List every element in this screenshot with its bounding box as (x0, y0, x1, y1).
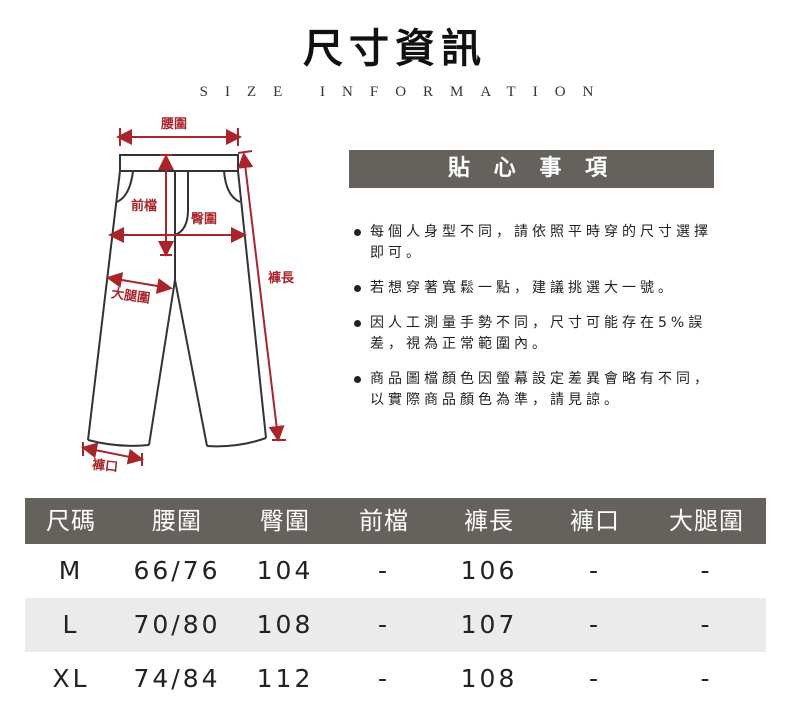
hem-label: 褲口 (91, 457, 119, 476)
header-waist: 腰圍 (152, 507, 202, 535)
cell-length: 108 (460, 664, 518, 693)
cell-size: XL (52, 664, 90, 693)
pants-measurement-diagram: 腰圍 前檔 臀圍 褲長 大腿圍 褲口 (60, 110, 320, 480)
cell-front-rise: - (377, 556, 391, 585)
cell-thigh: - (700, 610, 713, 639)
cell-waist: 70/80 (133, 610, 221, 639)
hip-label: 臀圍 (191, 212, 218, 227)
cell-front-rise: - (377, 664, 391, 693)
notice-item: 每個人身型不同，請依照平時穿的尺寸選擇即可。 (354, 222, 724, 264)
bullet-icon (354, 320, 361, 327)
bullet-icon (354, 376, 361, 383)
bullet-icon (354, 229, 361, 236)
notice-list: 每個人身型不同，請依照平時穿的尺寸選擇即可。 若想穿著寬鬆一點，建議挑選大一號。… (354, 222, 724, 425)
header-length: 褲長 (464, 507, 514, 535)
cell-hip: 112 (256, 664, 314, 693)
header-hip: 臀圍 (260, 507, 310, 535)
cell-length: 107 (460, 610, 518, 639)
notice-text: 若想穿著寬鬆一點，建議挑選大一號。 (370, 280, 676, 296)
table-row: XL 74/84 112 - 108 - - (25, 652, 766, 706)
table-row: M 66/76 104 - 106 - - (25, 544, 766, 598)
table-header: 尺碼 腰圍 臀圍 前檔 褲長 褲口 大腿圍 (25, 498, 766, 544)
notice-text: 每個人身型不同，請依照平時穿的尺寸選擇即可。 (370, 224, 712, 261)
front-rise-label: 前檔 (131, 199, 158, 214)
header-thigh: 大腿圍 (669, 507, 744, 535)
header-hem: 褲口 (570, 507, 620, 535)
cell-hem: - (588, 664, 602, 693)
notice-item: 若想穿著寬鬆一點，建議挑選大一號。 (354, 278, 724, 299)
table-row: L 70/80 108 - 107 - - (25, 598, 766, 652)
notice-item: 因人工測量手勢不同，尺寸可能存在5%誤差，視為正常範圍內。 (354, 313, 724, 355)
notice-text: 因人工測量手勢不同，尺寸可能存在5%誤差，視為正常範圍內。 (370, 315, 707, 352)
cell-front-rise: - (377, 610, 391, 639)
waist-label: 腰圍 (161, 117, 188, 132)
bullet-icon (354, 285, 361, 292)
cell-size: L (62, 610, 80, 639)
notice-item: 商品圖檔顏色因螢幕設定差異會略有不同，以實際商品顏色為準，請見諒。 (354, 369, 724, 411)
size-table: 尺碼 腰圍 臀圍 前檔 褲長 褲口 大腿圍 M 66/76 104 - 106 … (25, 498, 766, 706)
page-subtitle: SIZE INFORMATION (199, 84, 611, 100)
length-label: 褲長 (268, 271, 295, 286)
page-title: 尺寸資訊 (303, 25, 487, 72)
notice-banner: 貼 心 事 項 (349, 150, 714, 188)
header-front-rise: 前檔 (359, 507, 409, 535)
notice-text: 商品圖檔顏色因螢幕設定差異會略有不同，以實際商品顏色為準，請見諒。 (370, 371, 712, 408)
cell-hem: - (588, 610, 602, 639)
header-size: 尺碼 (46, 507, 96, 535)
cell-hem: - (588, 556, 602, 585)
cell-thigh: - (700, 556, 713, 585)
cell-waist: 74/84 (133, 664, 221, 693)
cell-thigh: - (700, 664, 713, 693)
cell-hip: 108 (256, 610, 314, 639)
cell-length: 106 (460, 556, 518, 585)
cell-hip: 104 (256, 556, 314, 585)
cell-size: M (58, 556, 84, 585)
pants-outline-icon (81, 128, 286, 466)
cell-waist: 66/76 (133, 556, 221, 585)
